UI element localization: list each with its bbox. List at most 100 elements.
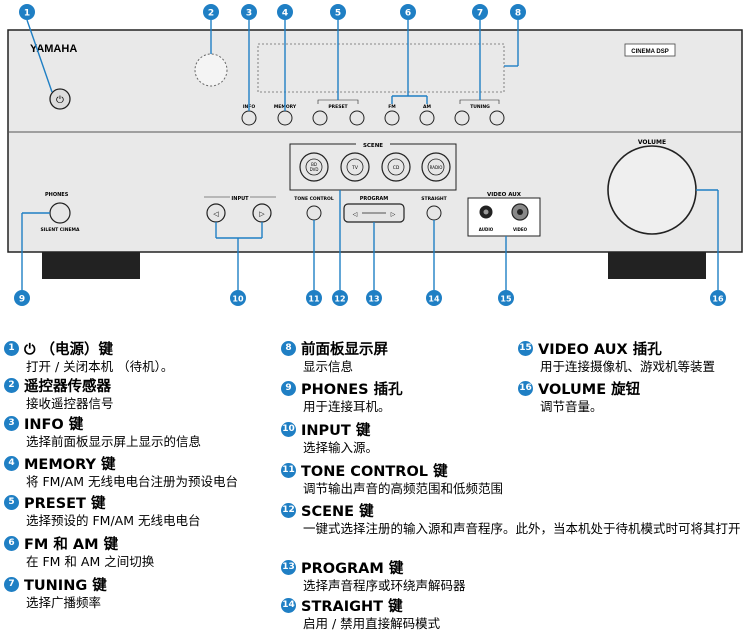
svg-text:5: 5 — [335, 9, 341, 19]
tuning-up-button[interactable] — [489, 110, 505, 126]
legend-badge: 8 — [281, 340, 296, 356]
svg-text:10: 10 — [232, 295, 244, 304]
callout-lines — [21, 19, 719, 290]
legend-title: VIDEO AUX 插孔 — [538, 341, 662, 358]
svg-text:6: 6 — [405, 9, 411, 19]
callouts: 1 2 3 4 5 6 7 8 9 10 11 12 13 14 15 16 — [14, 4, 726, 306]
svg-text:7: 7 — [477, 9, 483, 19]
legend-badge: 14 — [281, 597, 296, 613]
video-aux-label: VIDEO AUX — [487, 192, 522, 198]
legend-badge: 15 — [518, 340, 533, 356]
legend-title: MEMORY 键 — [24, 456, 116, 473]
scene-tv-button[interactable] — [340, 152, 370, 182]
straight-button[interactable] — [426, 205, 442, 221]
legend-title: PRESET 键 — [24, 495, 106, 512]
video-label: VIDEO — [513, 227, 528, 232]
legend-title: VOLUME 旋钮 — [538, 381, 641, 398]
callout-12: 12 — [332, 290, 348, 306]
legend-title: TONE CONTROL 键 — [301, 463, 448, 480]
legend-badge: 4 — [4, 455, 19, 471]
scene-dvd-label: DVD — [310, 167, 319, 172]
tone-control-button[interactable] — [306, 205, 322, 221]
scene-bd-dvd-button[interactable] — [299, 152, 329, 182]
legend-desc: 选择输入源。 — [303, 440, 379, 455]
tone-control-label: TONE CONTROL — [294, 196, 334, 202]
legend-badge: 6 — [4, 535, 19, 551]
legend-badge: 3 — [4, 415, 19, 431]
callout-1: 1 — [19, 4, 35, 20]
phones-label: PHONES — [45, 192, 69, 198]
legend-desc: 打开 / 关闭本机 （待机）。 — [26, 359, 174, 374]
legend-desc: 将 FM/AM 无线电电台注册为预设电台 — [26, 474, 238, 489]
receiver-front-panel-diagram: YAMAHA CINEMA DSP ⏻ INFO MEMORY PRESET F… — [7, 4, 743, 306]
power-button[interactable] — [49, 88, 71, 110]
input-label: INPUT — [231, 196, 249, 202]
fm-button[interactable] — [384, 110, 400, 126]
legend-badge: 1 — [4, 340, 19, 356]
input-left-icon: ◁ — [213, 210, 219, 218]
callout-15: 15 — [498, 290, 514, 306]
svg-text:2: 2 — [208, 9, 214, 19]
silent-cinema-label: SILENT CINEMA — [40, 227, 80, 233]
video-aux-frame — [467, 197, 541, 237]
left-foot — [42, 252, 140, 279]
svg-text:16: 16 — [712, 295, 724, 304]
brand-logo: YAMAHA — [30, 43, 77, 55]
legend-desc: 调节输出声音的高频范围和低频范围 — [303, 481, 504, 496]
volume-knob[interactable] — [607, 145, 697, 235]
legend-badge: 7 — [4, 576, 19, 592]
legend-item-video-aux: 15 VIDEO AUX 插孔 用于连接摄像机、游戏机等装置 — [518, 338, 750, 375]
audio-label: AUDIO — [479, 227, 494, 232]
svg-text:13: 13 — [368, 295, 379, 304]
legend-title: ⏻ （电源）键 — [24, 341, 114, 358]
legend-title: FM 和 AM 键 — [24, 536, 119, 553]
svg-text:15: 15 — [500, 295, 512, 304]
tuning-label: TUNING — [470, 104, 490, 110]
legend-badge: 12 — [281, 502, 296, 518]
scene-tv-label: TV — [351, 165, 359, 171]
legend-desc: 用于连接摄像机、游戏机等装置 — [540, 359, 716, 374]
am-button[interactable] — [419, 110, 435, 126]
memory-button[interactable] — [277, 110, 293, 126]
svg-text:1: 1 — [24, 9, 30, 19]
legend-item-memory: 4 MEMORY 键 将 FM/AM 无线电电台注册为预设电台 — [4, 453, 254, 490]
scene-radio-label: RADIO — [430, 165, 443, 170]
legend-title: PHONES 插孔 — [301, 381, 403, 398]
svg-text:8: 8 — [515, 9, 521, 19]
tuning-down-button[interactable] — [454, 110, 470, 126]
callout-2: 2 — [203, 4, 219, 20]
legend-badge: 5 — [4, 494, 19, 510]
legend-badge: 2 — [4, 377, 19, 393]
program-label: PROGRAM — [360, 196, 389, 202]
legend-badge: 16 — [518, 380, 533, 396]
scene-cd-button[interactable] — [381, 152, 411, 182]
svg-text:3: 3 — [246, 9, 252, 19]
legend-title: PROGRAM 键 — [301, 560, 404, 577]
scene-radio-button[interactable] — [421, 152, 451, 182]
legend-desc: 用于连接耳机。 — [303, 399, 391, 414]
program-left-icon: ◁ — [353, 211, 358, 218]
preset-label: PRESET — [328, 104, 348, 110]
phones-jack[interactable] — [49, 202, 71, 224]
callout-9: 9 — [14, 290, 30, 306]
remote-sensor — [194, 53, 228, 87]
legend-badge: 10 — [281, 421, 296, 437]
preset-down-button[interactable] — [312, 110, 328, 126]
info-button[interactable] — [241, 110, 257, 126]
callout-13: 13 — [366, 290, 382, 306]
callout-5: 5 — [330, 4, 346, 20]
preset-up-button[interactable] — [349, 110, 365, 126]
legend-title: 前面板显示屏 — [301, 341, 388, 358]
legend-desc: 选择广播频率 — [26, 595, 102, 610]
callout-10: 10 — [230, 290, 246, 306]
svg-text:14: 14 — [428, 295, 440, 304]
legend-desc: 一键式选择注册的输入源和声音程序。此外，当本机处于待机模式时可将其打开 — [303, 521, 741, 536]
